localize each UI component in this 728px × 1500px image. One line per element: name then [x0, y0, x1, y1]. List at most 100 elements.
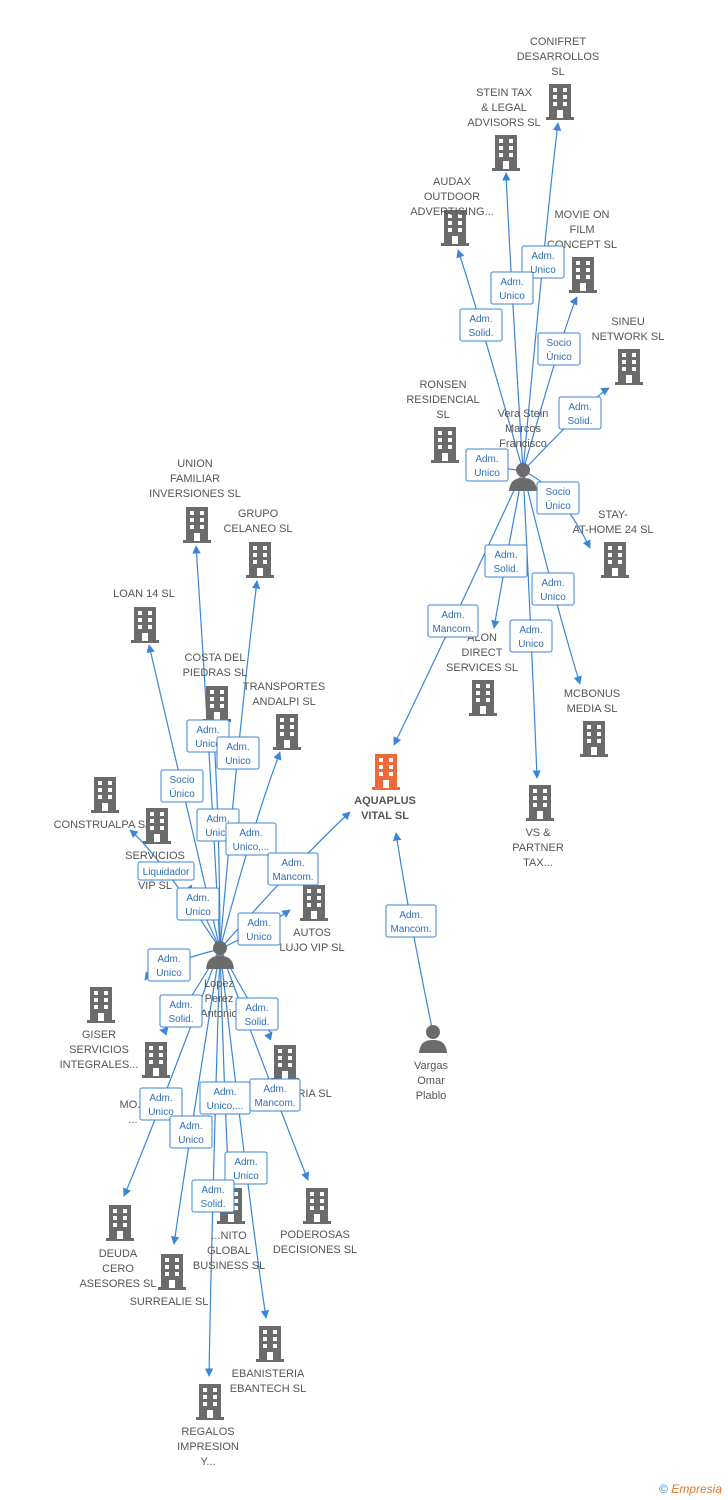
role-badge[interactable]: Adm.Unico: [224, 1151, 268, 1185]
node-label: INVERSIONES SL: [149, 488, 241, 500]
node-label: SERVICES SL: [446, 662, 518, 674]
node-label: ANDALPI SL: [252, 696, 316, 708]
role-badge[interactable]: Adm.Unico: [139, 1087, 183, 1121]
role-badge[interactable]: Adm.Unico: [237, 912, 281, 946]
role-badge[interactable]: Adm.Solid.: [459, 308, 503, 342]
role-badge-frame: [224, 1151, 268, 1185]
node-label: RONSEN: [419, 379, 466, 391]
role-badge[interactable]: Adm.Solid.: [558, 396, 602, 430]
node-regalos[interactable]: REGALOSIMPRESIONY...: [177, 1384, 239, 1468]
node-label: Omar: [417, 1075, 445, 1087]
role-text: Único: [546, 350, 572, 363]
node-label: PODEROSAS: [280, 1229, 350, 1241]
role-text: Adm.: [239, 828, 262, 839]
role-badge[interactable]: Adm.Solid.: [235, 997, 279, 1031]
node-loan14[interactable]: LOAN 14 SL: [113, 588, 175, 643]
role-text: Unico: [474, 468, 500, 479]
node-audax[interactable]: AUDAXOUTDOORADVERTISING...: [410, 176, 494, 246]
node-vs_partner[interactable]: VS &PARTNERTAX...: [512, 785, 564, 869]
node-label: CELANEO SL: [223, 523, 292, 535]
node-label: ASESORES SL: [79, 1278, 156, 1290]
role-badge-frame: [267, 852, 319, 886]
role-text: Adm.: [157, 954, 180, 965]
node-label: Perez: [205, 993, 234, 1005]
node-label: SL: [551, 66, 564, 78]
role-badge[interactable]: Adm.Unico: [509, 619, 553, 653]
role-badge[interactable]: Adm.Mancom.: [427, 604, 479, 638]
building-icon: [431, 427, 459, 463]
node-label: AUDAX: [433, 176, 472, 188]
node-construalpa[interactable]: CONSTRUALPA SA: [54, 777, 153, 831]
building-icon: [526, 785, 554, 821]
role-badge[interactable]: Adm.Mancom.: [249, 1078, 301, 1112]
node-label: AQUAPLUS: [354, 795, 416, 807]
node-label: DECISIONES SL: [273, 1244, 357, 1256]
role-badge[interactable]: Adm. Solid.: [159, 994, 203, 1028]
role-badge[interactable]: Adm.Unico: [169, 1115, 213, 1149]
role-text: Unico,...: [233, 842, 270, 853]
footer-brand[interactable]: © Empresia: [659, 1482, 722, 1496]
role-text: Solid.: [200, 1199, 225, 1210]
node-giser[interactable]: GISERSERVICIOSINTEGRALES...: [60, 987, 139, 1071]
role-badge-frame: [191, 1179, 235, 1213]
role-badge[interactable]: Adm.Unico: [490, 271, 534, 305]
role-text: Adm.: [281, 858, 304, 869]
role-badge[interactable]: Adm.Solid.: [191, 1179, 235, 1213]
role-badge[interactable]: Adm. Mancom.: [267, 852, 319, 886]
node-label: VIP SL: [138, 880, 172, 892]
role-text: Socio: [546, 338, 571, 349]
role-badge[interactable]: Adm.Mancom.: [385, 904, 437, 938]
building-icon: [273, 714, 301, 750]
role-badge[interactable]: Adm.Unico,...: [199, 1081, 251, 1115]
role-text: Mancom.: [390, 924, 431, 935]
node-label: STAY-: [598, 509, 628, 521]
role-badge-frame: [216, 736, 260, 770]
role-badge[interactable]: Adm.Unico: [531, 572, 575, 606]
role-badge[interactable]: Adm. Unico,...: [225, 822, 277, 856]
role-badge-frame: [147, 948, 191, 982]
role-text: Solid.: [168, 1014, 193, 1025]
node-stay_at_home[interactable]: STAY-AT-HOME 24 SL: [572, 509, 654, 578]
node-poderosas[interactable]: PODEROSAS DECISIONES SL: [273, 1188, 357, 1256]
node-surrealie[interactable]: SURREALIE SL: [130, 1254, 209, 1308]
role-text: Adm.: [213, 1087, 236, 1098]
node-label: SURREALIE SL: [130, 1296, 209, 1308]
node-label: AUTOS: [293, 927, 331, 939]
role-badge[interactable]: Adm.Unico: [521, 245, 565, 279]
role-text: Socio: [545, 487, 570, 498]
role-badge[interactable]: Adm.Unico: [216, 736, 260, 770]
building-icon: [183, 507, 211, 543]
building-icon: [106, 1205, 134, 1241]
node-label: Vera Stein: [498, 408, 549, 420]
role-badge[interactable]: Adm.Unico: [147, 948, 191, 982]
role-badge[interactable]: Adm.Unico: [465, 448, 509, 482]
role-text: Adm.: [169, 1000, 192, 1011]
role-text: Mancom.: [272, 872, 313, 883]
role-text: Adm.: [469, 314, 492, 325]
role-badge[interactable]: Liquidador: [137, 861, 195, 881]
role-badge[interactable]: Adm.Unico: [176, 887, 220, 921]
node-label: Vargas: [414, 1060, 449, 1072]
role-badge[interactable]: Adm.Solid.: [484, 544, 528, 578]
